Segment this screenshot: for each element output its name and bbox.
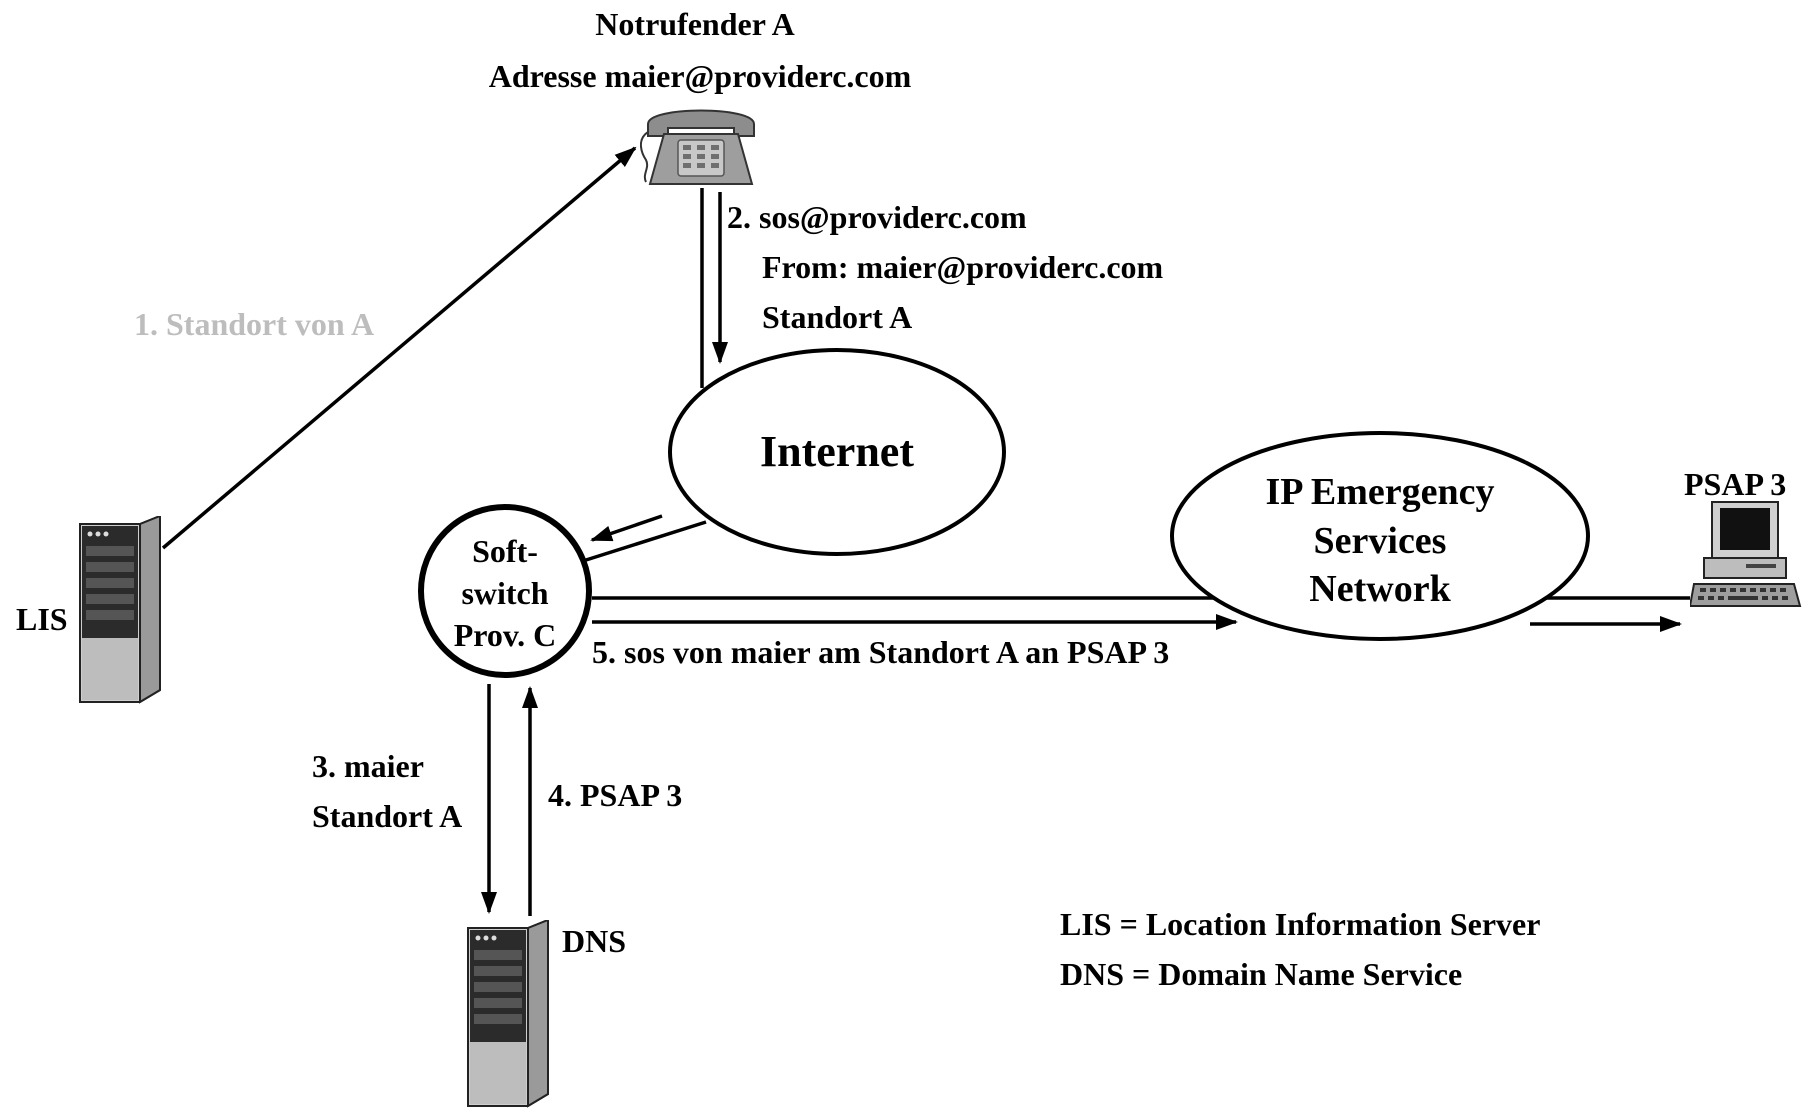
telephone-icon (640, 109, 755, 185)
arrow-lis-to-phone (161, 146, 637, 550)
softswitch-line-2: switch (461, 575, 549, 612)
lis-label: LIS (16, 601, 68, 637)
softswitch-line-1: Soft- (472, 533, 538, 569)
esnet-line-1: IP Emergency (1265, 471, 1495, 513)
softswitch-label: Soft- switch Prov. C (430, 530, 580, 657)
legend-lis: LIS = Location Information Server (1060, 906, 1541, 942)
legend-dns: DNS = Domain Name Service (1060, 956, 1463, 992)
esnet-line-2: Services (1313, 519, 1447, 562)
step-2-location: Standort A (762, 299, 913, 335)
step-2-recipient: 2. sos@providerc.com (727, 199, 1027, 235)
psap-label: PSAP 3 (1684, 466, 1787, 502)
step-5-label: 5. sos von maier am Standort A an PSAP 3 (592, 634, 1170, 670)
step-3-user: 3. maier (312, 748, 424, 784)
internet-label: Internet (760, 427, 914, 476)
step-4-label: 4. PSAP 3 (548, 777, 683, 813)
step-2-sender: From: maier@providerc.com (762, 249, 1164, 285)
softswitch-node (418, 504, 592, 678)
caller-address: Adresse maier@providerc.com (488, 58, 912, 94)
dns-label: DNS (562, 923, 627, 959)
softswitch-line-3: Prov. C (453, 617, 557, 654)
dns-server-icon (467, 920, 549, 1108)
line-internet-to-softswitch (585, 520, 707, 562)
esnet-label: IP Emergency Services Network (1220, 468, 1540, 614)
arrow-internet-to-softswitch (590, 514, 663, 542)
esnet-line-3: Network (1309, 568, 1451, 611)
caller-title: Notrufender A (595, 6, 795, 42)
step-3-location: Standort A (312, 798, 463, 834)
internet-cloud (668, 348, 1006, 556)
lis-server-icon (79, 516, 161, 704)
step-1-label: 1. Standort von A (134, 306, 375, 342)
esnet-node (1170, 431, 1590, 641)
psap-computer-icon (1690, 501, 1802, 607)
